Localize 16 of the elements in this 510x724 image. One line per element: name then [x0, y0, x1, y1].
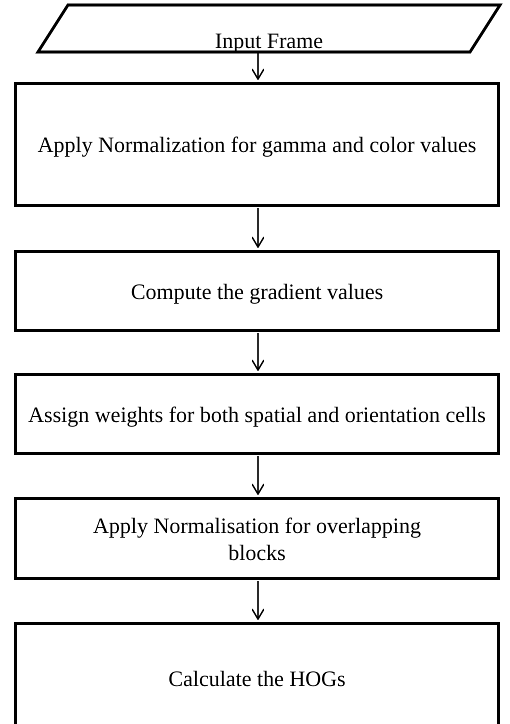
- process-box: [14, 497, 500, 580]
- step-text: Compute the gradient values: [130, 278, 384, 304]
- arrow: [251, 456, 265, 495]
- process-box: [14, 82, 500, 207]
- step-text: Input Frame: [214, 30, 324, 52]
- step-text: Calculate the HOGs: [167, 665, 347, 692]
- arrow: [251, 208, 265, 248]
- arrow: [251, 53, 265, 80]
- process-box: [14, 373, 500, 455]
- step-text: Apply Normalisation for overlapping blocks: [92, 512, 422, 566]
- arrow: [251, 333, 265, 371]
- process-box: [14, 250, 500, 332]
- process-box: [14, 622, 500, 724]
- step-text: Assign weights for both spatial and orientation cells: [27, 400, 487, 428]
- step-text: Apply Normalization for gamma and color values: [36, 131, 478, 158]
- arrow: [251, 581, 265, 620]
